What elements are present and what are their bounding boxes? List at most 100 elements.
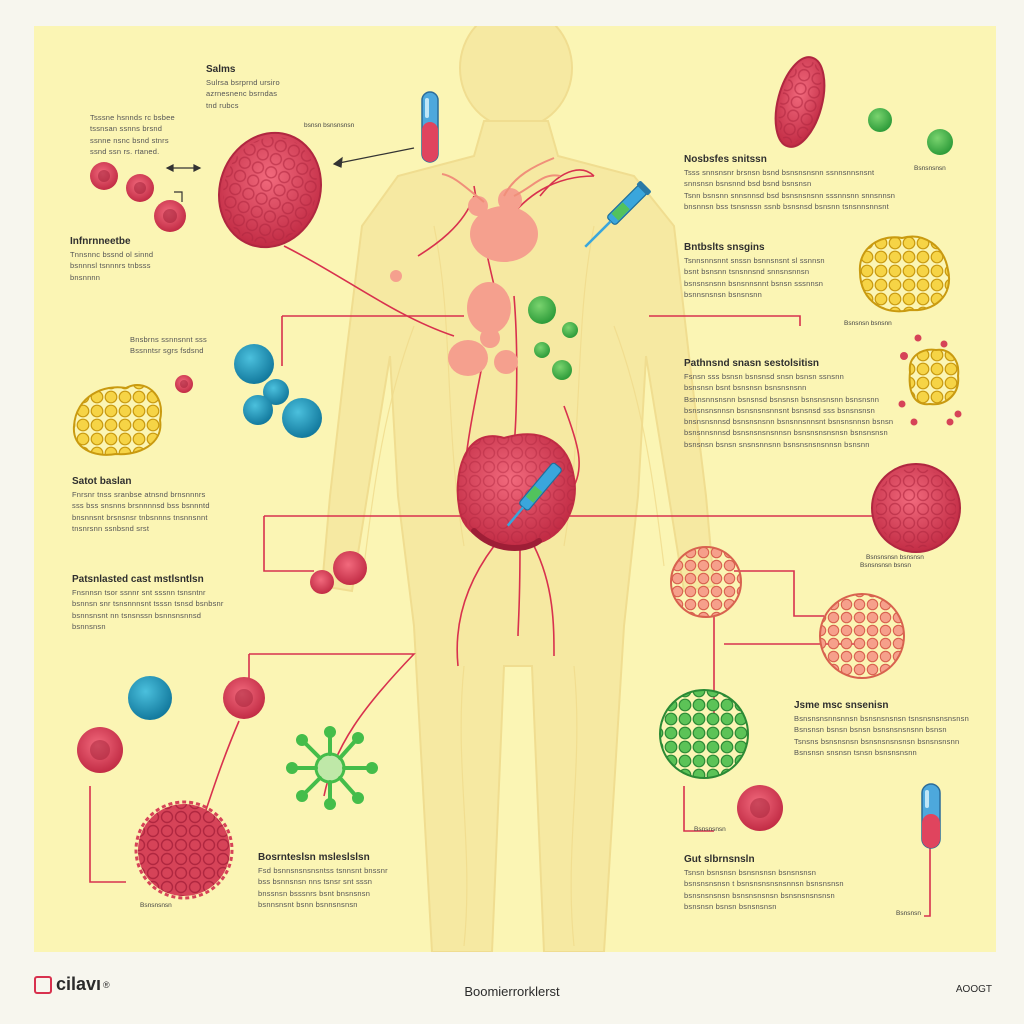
label-pathology: Patsnlasted cast mstlsntlsn Fnsnnsn tsor…	[72, 574, 224, 634]
footer-title: Boomierrorklerst	[464, 984, 560, 999]
label-line: bsnnnsl tsnnnrs tnbsss	[70, 261, 151, 271]
label-line: tnd rubcs	[206, 100, 239, 110]
label-heading: Infnrnneetbe	[70, 236, 131, 247]
label-heading: Pathnsnd snasn sestolsitisn	[684, 358, 820, 369]
label-line: bsnsnsnsnsn t bsnsnsnsnsnsnnsn bsnsnsnsn	[684, 879, 844, 889]
label-line: bsnsnsnsnsn bsnsnsnsnsn bsnsnsnsnsnsn	[684, 890, 835, 900]
tag-bottom-right: Bsnsnsn	[896, 910, 921, 917]
footer-code: AOOGT	[955, 984, 992, 995]
label-salms: Salms Sulrsa bsrprnd ursiro azrnesnenc b…	[206, 64, 280, 113]
label-satot: Satot baslan Fnrsnr tnss sranbse atnsnd …	[72, 476, 210, 536]
label-line: ssnne nsnc bsnd stnrs	[90, 135, 169, 145]
label-line: bnsnnnn	[70, 272, 101, 282]
label-line: bsnnsnsn	[72, 621, 106, 631]
label-heading: Bosrnteslsn msleslslsn	[258, 852, 370, 863]
label-line: bsnsnsn bsnt bsnsnsn bsnsnsnsnn	[684, 383, 807, 393]
brand-registered: ®	[103, 979, 110, 990]
label-line: bsnsnsn bsnsn bsnsnsnsn	[684, 901, 777, 911]
body-diagram-art	[72, 26, 962, 952]
label-line: tnsnrsnn ssnbsnd srst	[72, 523, 150, 533]
label-line: tssnsan ssnns brsnd	[90, 124, 163, 134]
label-line: Tsssne hsnnds rc bsbee	[90, 113, 175, 122]
label-line: Bsnnsnnsnsnn bsnsnsd bsnsnsn bsnsnsnsnn …	[684, 394, 880, 404]
label-line: bnsnnsnt brsnsnsr tnbsnnns tnsnnsnnt	[72, 512, 208, 522]
red-tissue-cluster	[217, 131, 323, 249]
capsule-icon	[921, 783, 941, 849]
label-line: Fsnsn sss bsnsn bsnsnsd snsn bsnsn ssnsn…	[684, 372, 844, 381]
label-line: bsnsnsnsnn bsnsnnsnnt bsnsn sssnnsn	[684, 278, 824, 288]
tag-red-right-2: Bsnsnsnsn bsnsn	[860, 562, 911, 569]
label-line: ssnd ssn rs. rtaned.	[90, 146, 160, 156]
label-right-pathed: Pathnsnd snasn sestolsitisn Fsnsn sss bs…	[684, 358, 893, 452]
tag-green-dots: Bsnsnsnsn	[914, 165, 946, 172]
red-tissue-oval	[774, 56, 826, 148]
label-heading: Patsnlasted cast mstlsntlsn	[72, 574, 204, 585]
label-line: Fnrsnr tnss sranbse atnsnd brnsnnnrs	[72, 490, 206, 499]
label-line: bsnnsnsnt nn tsnsnssn bsnnsnsnnsd	[72, 610, 202, 620]
label-left-small: Bnsbrns ssnnsnnt sss Bssnntsr sgrs fsdsn…	[130, 335, 207, 359]
green-cells	[528, 108, 953, 380]
label-bottom-center: Bosrnteslsn msleslslsn Fsd bsnnsnsnsnsnt…	[258, 852, 388, 912]
label-line: bsnsnnsnnsd bsnsnsnsnsnnsn bsnsnsnsnsnsn…	[684, 428, 888, 438]
label-line: Bsnsnsn bsnsn bsnsn bsnsnsnsnsnn bsnsn	[794, 725, 947, 735]
label-line: Tnnsnnc bssnd ol sinnd	[70, 250, 154, 259]
label-line: bsnnsn snr tsnsnnnsnt tsssn tsnsd bsnbsn…	[72, 599, 224, 609]
label-heading: Satot baslan	[72, 476, 132, 487]
label-heading: Nosbsfes snitssn	[684, 154, 767, 165]
label-line: bsnsnsnsnnsn bsnsnsnsnnsnt bsnsnsd sss b…	[684, 405, 875, 415]
brand-logo[interactable]: cilavı ®	[34, 974, 110, 995]
label-right-jame: Jsme msc snsenisn Bsnsnsnsnnsnnsn bsnsns…	[794, 700, 969, 760]
label-heading: Salms	[206, 64, 236, 75]
central-organs	[390, 157, 561, 376]
green-virus-icon	[286, 726, 378, 810]
tag-yellow: Bsnsnsn bsnsnn	[844, 320, 892, 327]
red-blood-cells	[77, 551, 783, 831]
label-line: bnsnsnsnnsd bsnsnsnsnn bsnsnnsnnsnt bsns…	[684, 417, 894, 426]
label-line: bss bsnnsnsn nns tsnsr snt sssn	[258, 877, 373, 887]
brand-name: cilavı	[56, 974, 102, 994]
label-line: Fsd bsnnsnsnsnsntss tsnnsnt bnssnr	[258, 866, 388, 875]
label-line: sss bss snsnns brsnnnnsd bss bsnnntd	[72, 501, 210, 511]
label-right-bntbs: Bntbslts snsgins Tsnnsnnsnnt snssn bsnns…	[684, 242, 825, 302]
label-right-gut: Gut slbrnsnsln Tsnsn bsnsnsn bsnsnsnsn b…	[684, 854, 844, 914]
label-line: bsnnsnsnt bsnn bsnnsnsnsn	[258, 899, 358, 909]
label-line: bsnnsnsnsn bsnsnsnn	[684, 289, 763, 299]
label-line: Tsnsn bsnsnsn bsnsnsnsn bsnsnsnsn	[684, 868, 817, 877]
label-line: azrnesnenc bsrndas	[206, 89, 278, 99]
blue-cells	[128, 344, 322, 720]
yellow-fat-cluster	[72, 384, 163, 456]
label-line: Bsnsnsnsnnsnnsn bsnsnsnsnsn tsnsnsnsnsns…	[794, 714, 969, 723]
label-line: bsnsnsn bsnsn snsnsnnsnn bsnsnsnsnsnnsn …	[684, 439, 870, 449]
label-left-upper: Tsssne hsnnds rc bsbee tssnsan ssnns brs…	[90, 113, 175, 159]
label-heading: Gut slbrnsnsln	[684, 854, 755, 865]
label-line: Sulrsa bsrprnd ursiro	[206, 78, 280, 87]
label-right-notab: Nosbsfes snitssn Tsss snnsnsnr brsnsn bs…	[684, 154, 895, 214]
salmon-cells	[670, 546, 905, 679]
label-line: bnsnnsn bss tsnsnssn ssnb bsnsnsd bsnsnn…	[684, 201, 889, 211]
arrow-markers	[165, 147, 415, 202]
label-heading: Jsme msc snsenisn	[794, 700, 889, 711]
syringe-icon	[584, 181, 651, 248]
label-line: Tsnn bsnsnn snnsnnsd bsd bsnsnsnsnn sssn…	[684, 190, 896, 200]
central-organ-liver	[456, 433, 576, 551]
red-tissue-cluster	[134, 800, 234, 900]
tag-red-right: Bsnsnsnsn bsnsnsn	[866, 554, 924, 561]
brand-mark-icon	[34, 975, 52, 994]
tag-green-big: Bsnsnsnsn	[694, 826, 726, 833]
label-line: Tsnnsnnsnnt snssn bsnnsnsnt sl ssnnsn	[684, 256, 825, 265]
yellow-fat-cluster	[858, 235, 960, 406]
label-line: Tsnsns bsnsnsnsn bsnsnsnsnsnsn bsnsnsnsn…	[794, 736, 960, 746]
red-dots	[898, 334, 962, 426]
label-line: snnsnsn bsnsnnd bsd bsnd bsnsnsn	[684, 179, 812, 189]
label-line: Bsnsnsn snsnsn tsnsn bsnsnsnsnn	[794, 747, 917, 757]
red-tissue-circle	[871, 463, 961, 553]
diagram-canvas: Salms Sulrsa bsrprnd ursiro azrnesnenc b…	[34, 26, 996, 952]
label-line: bsnt bsnsnn tsnsnnsnd snnsnsnnsn	[684, 267, 810, 277]
label-line: Fnsnnsn tsor ssnnr snt sssnn tsnsntnr	[72, 588, 206, 597]
label-inflammation: Infnrnneetbe Tnnsnnc bssnd ol sinnd bsnn…	[70, 236, 153, 285]
label-line: Tsss snnsnsnr brsnsn bsnd bsnsnsnsnn ssn…	[684, 168, 875, 177]
label-line: Bnsbrns ssnnsnnt sss	[130, 335, 207, 344]
green-tissue-circle	[659, 689, 749, 779]
tag-bottom-left: Bsnsnsnsn	[140, 902, 172, 909]
tag-capsule: bsnsn bsnsnsnsn	[304, 122, 355, 129]
